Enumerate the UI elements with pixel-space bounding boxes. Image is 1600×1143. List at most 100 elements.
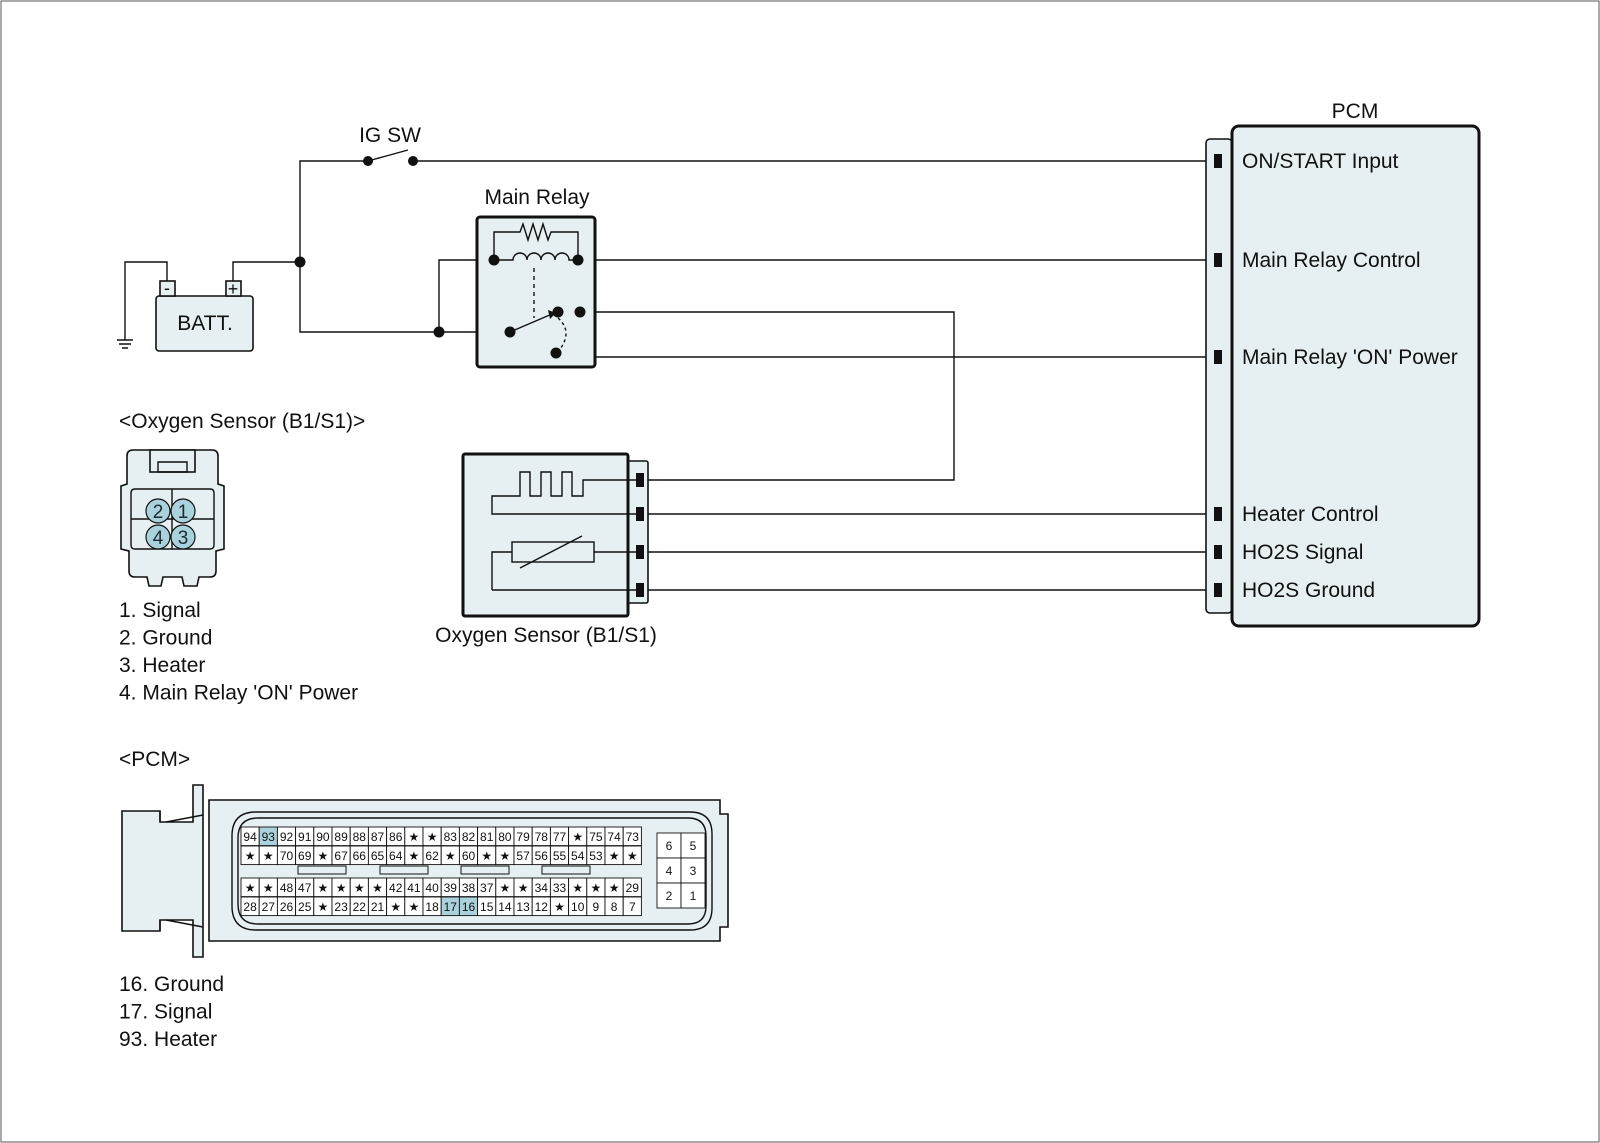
pcm-pin-number: 94 bbox=[243, 830, 257, 844]
main-relay-label: Main Relay bbox=[484, 186, 590, 209]
pcm-pin-number: 92 bbox=[280, 830, 294, 844]
batt-minus-label: - bbox=[164, 278, 170, 298]
pcm-pin-label: Heater Control bbox=[1242, 503, 1379, 526]
pcm-pin-number: 48 bbox=[280, 881, 294, 895]
o2-pin-number: 2 bbox=[153, 502, 164, 523]
pcm-pin-number: ★ bbox=[372, 881, 383, 895]
pcm-small-pin-number: 6 bbox=[666, 839, 673, 853]
pcm-pin-label: HO2S Ground bbox=[1242, 579, 1375, 602]
o2-legend-item: 3. Heater bbox=[119, 654, 205, 677]
pcm-pin-terminal bbox=[1214, 583, 1222, 597]
pcm-pin-number: 25 bbox=[298, 900, 312, 914]
pcm-pin-number: 13 bbox=[516, 900, 530, 914]
o2-legend-item: 1. Signal bbox=[119, 599, 201, 622]
pcm-pin-number: ★ bbox=[409, 900, 420, 914]
pcm-pin-number: 28 bbox=[243, 900, 257, 914]
pcm-pin-number: ★ bbox=[245, 849, 256, 863]
pcm-pin-number: ★ bbox=[427, 830, 438, 844]
pcm-pin-number: 26 bbox=[280, 900, 294, 914]
pcm-pin-number: 87 bbox=[371, 830, 385, 844]
o2-pin-number: 1 bbox=[178, 502, 189, 523]
pcm-pin-number: 39 bbox=[444, 881, 458, 895]
pcm-pin-number: ★ bbox=[500, 881, 511, 895]
pcm-legend-item: 93. Heater bbox=[119, 1028, 217, 1051]
pcm-small-pin-number: 3 bbox=[690, 864, 697, 878]
pcm-pin-number: 22 bbox=[353, 900, 367, 914]
pcm-pin-number: 88 bbox=[353, 830, 367, 844]
main-relay: Main Relay bbox=[475, 186, 597, 369]
pcm-small-pin-number: 2 bbox=[666, 889, 673, 903]
pcm-pin-number: 64 bbox=[389, 849, 403, 863]
pcm-pin-number: ★ bbox=[591, 881, 602, 895]
ignition-switch: IG SW bbox=[359, 124, 421, 166]
pcm-pin-number: ★ bbox=[445, 849, 456, 863]
pcm-small-pin-number: 5 bbox=[690, 839, 697, 853]
oxygen-sensor-unit-label: Oxygen Sensor (B1/S1) bbox=[435, 624, 657, 647]
o2-pin-number: 4 bbox=[153, 528, 164, 549]
pcm-pin-number: 17 bbox=[444, 900, 458, 914]
pcm-pin-number: 34 bbox=[535, 881, 549, 895]
pcm-pin-number: 38 bbox=[462, 881, 476, 895]
pcm-pin-label: HO2S Signal bbox=[1242, 541, 1363, 564]
pcm-pin-number: 8 bbox=[611, 900, 618, 914]
pcm-pin-number: ★ bbox=[572, 881, 583, 895]
pcm-title: PCM bbox=[1332, 100, 1379, 123]
pcm-pin-number: 93 bbox=[262, 830, 276, 844]
battery: - + BATT. bbox=[155, 278, 254, 352]
o2-pin-number: 3 bbox=[178, 528, 189, 549]
pcm-pin-number: 27 bbox=[262, 900, 276, 914]
pcm-pin-number: 47 bbox=[298, 881, 312, 895]
pcm-pin-number: ★ bbox=[409, 849, 420, 863]
pcm-pin-number: 90 bbox=[316, 830, 330, 844]
pcm-small-pin-number: 1 bbox=[690, 889, 697, 903]
pcm-small-pin-cell bbox=[656, 832, 682, 859]
pcm-legend-item: 17. Signal bbox=[119, 1001, 212, 1024]
pcm-pin-number: 23 bbox=[334, 900, 348, 914]
pcm-pin-number: 67 bbox=[334, 849, 348, 863]
pcm-pin-number: 10 bbox=[571, 900, 585, 914]
pcm-pin-number: 62 bbox=[425, 849, 439, 863]
pcm-pin-number: 77 bbox=[553, 830, 567, 844]
pcm-small-pin-cell bbox=[680, 857, 706, 884]
pcm-pin-number: 56 bbox=[535, 849, 549, 863]
pcm-pin-number: 69 bbox=[298, 849, 312, 863]
pcm-pin-terminal bbox=[1214, 350, 1222, 364]
pcm-pin-number: ★ bbox=[245, 881, 256, 895]
pcm-pin-number: 79 bbox=[516, 830, 530, 844]
pcm-pin-number: ★ bbox=[354, 881, 365, 895]
o2-legend-item: 2. Ground bbox=[119, 627, 212, 650]
pcm-pin-number: 33 bbox=[553, 881, 567, 895]
pcm-legend-item: 16. Ground bbox=[119, 973, 224, 996]
pcm-pin-number: 29 bbox=[626, 881, 640, 895]
pcm-small-pin-number: 4 bbox=[666, 864, 673, 878]
pcm-pin-number: ★ bbox=[609, 881, 620, 895]
pcm-pin-number: 60 bbox=[462, 849, 476, 863]
o2-legend-item: 4. Main Relay 'ON' Power bbox=[119, 682, 358, 705]
pcm-pin-number: 91 bbox=[298, 830, 312, 844]
junction-dot bbox=[433, 326, 445, 338]
o2-pin-cavity bbox=[145, 498, 171, 524]
junction-dot bbox=[294, 256, 306, 268]
pcm-pin-number: 9 bbox=[593, 900, 600, 914]
pcm-pin-number: 78 bbox=[535, 830, 549, 844]
wires bbox=[117, 160, 1214, 591]
pcm-pin-number: ★ bbox=[409, 830, 420, 844]
pcm-pin-number: ★ bbox=[336, 881, 347, 895]
pcm-pin-number: 21 bbox=[371, 900, 385, 914]
pcm-pin-number: 18 bbox=[425, 900, 439, 914]
pcm-pin-number: 41 bbox=[407, 881, 421, 895]
pcm-pin-terminal bbox=[1214, 507, 1222, 521]
pcm-pin-number: ★ bbox=[318, 900, 329, 914]
pcm-pin-number: 54 bbox=[571, 849, 585, 863]
pcm-pin-number: 89 bbox=[334, 830, 348, 844]
pcm-small-pin-cell bbox=[680, 882, 706, 909]
pcm-pin-legend: 16. Ground 17. Signal 93. Heater bbox=[119, 973, 224, 1051]
pcm-pin-number: ★ bbox=[627, 849, 638, 863]
pcm-pin-number: 65 bbox=[371, 849, 385, 863]
pcm-pin-cell bbox=[622, 896, 642, 917]
